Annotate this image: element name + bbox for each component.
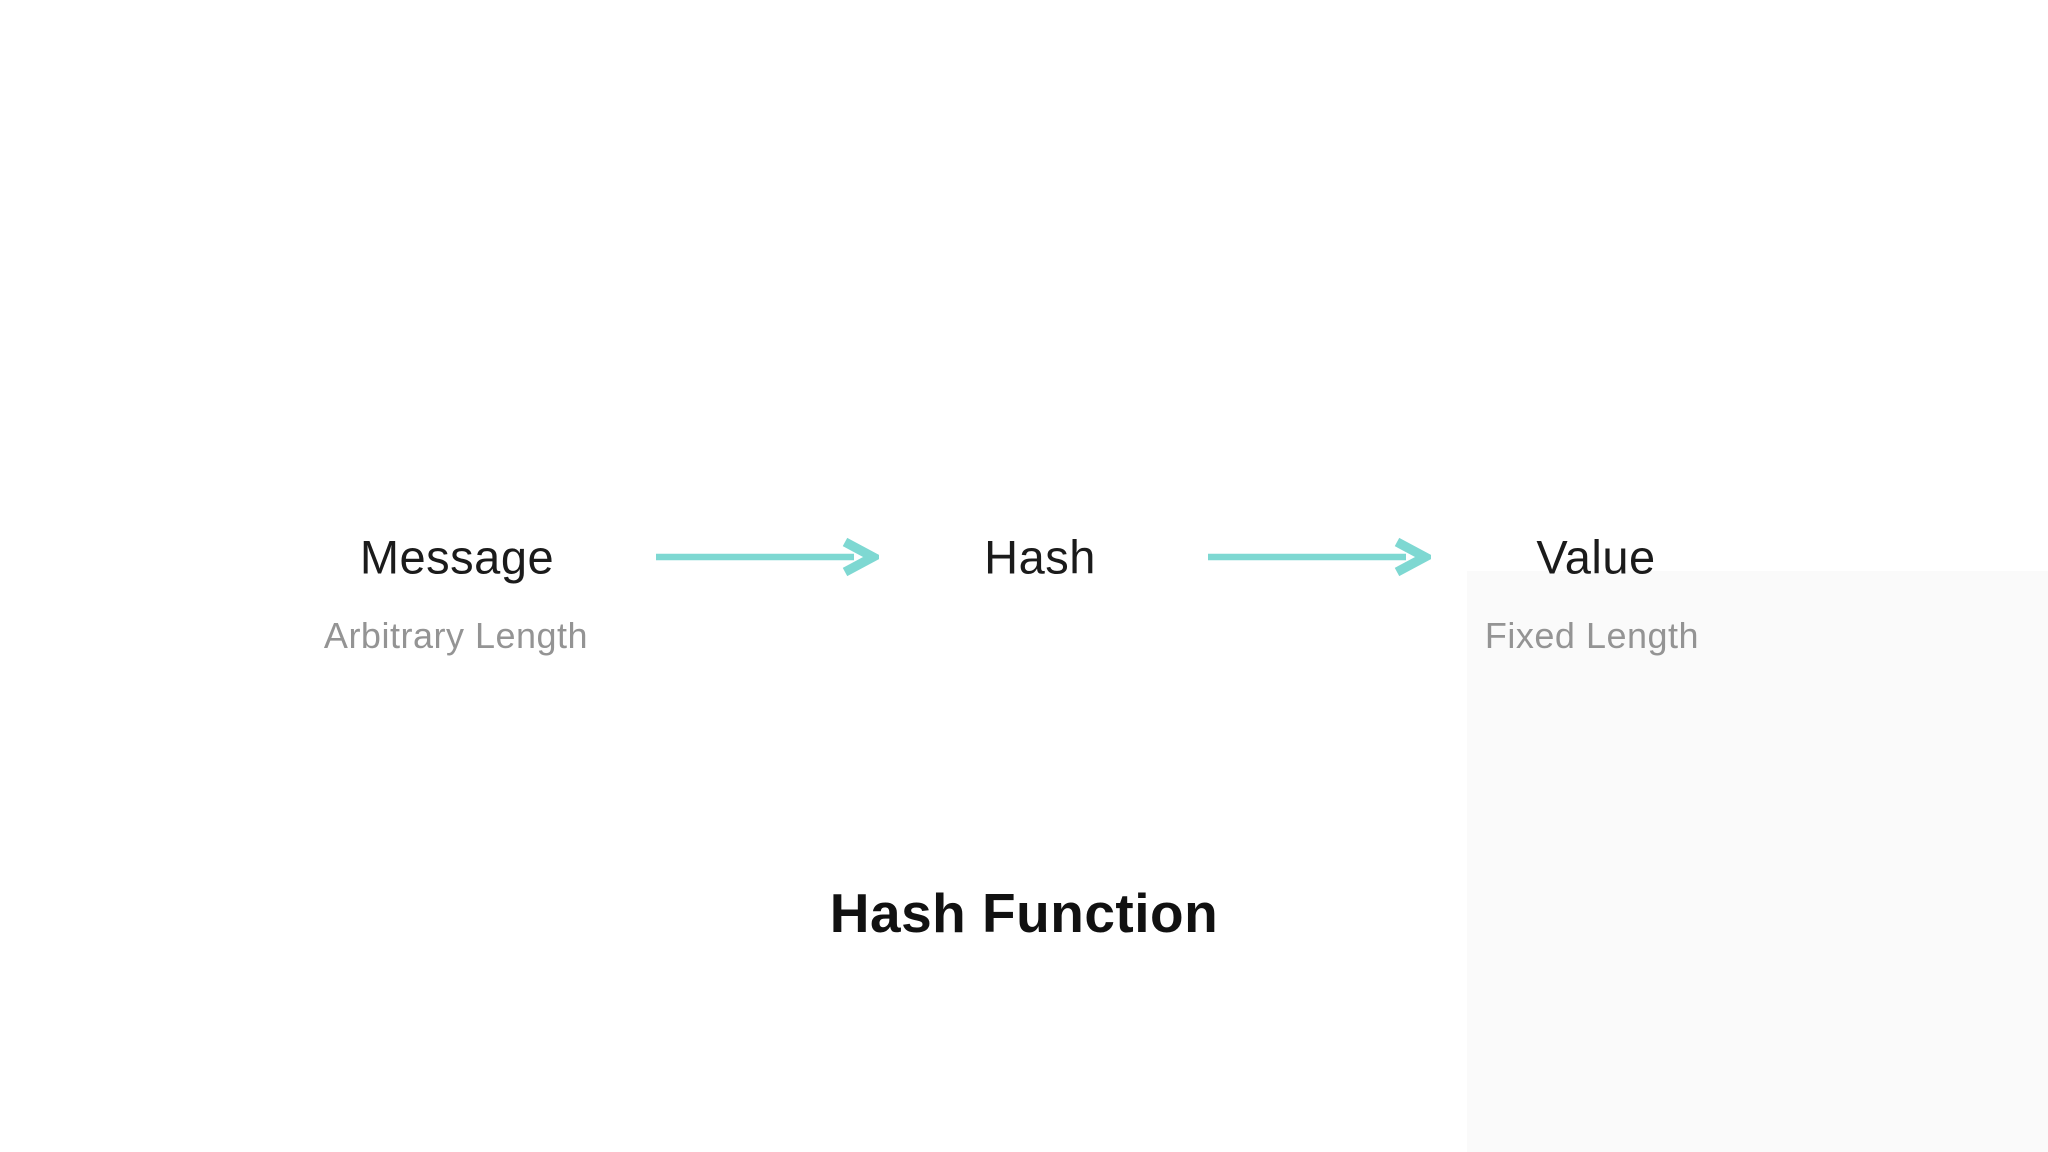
background-tint	[1467, 571, 2048, 1152]
node-value-sublabel: Fixed Length	[1484, 615, 1700, 656]
node-message-sublabel: Arbitrary Length	[323, 615, 589, 656]
node-hash-label: Hash	[984, 530, 1096, 584]
arrow-right-icon	[656, 537, 879, 577]
node-value-label: Value	[1536, 530, 1656, 584]
diagram-title: Hash Function	[829, 882, 1219, 944]
node-message-label: Message	[359, 530, 555, 584]
arrow-right-icon	[1208, 537, 1431, 577]
